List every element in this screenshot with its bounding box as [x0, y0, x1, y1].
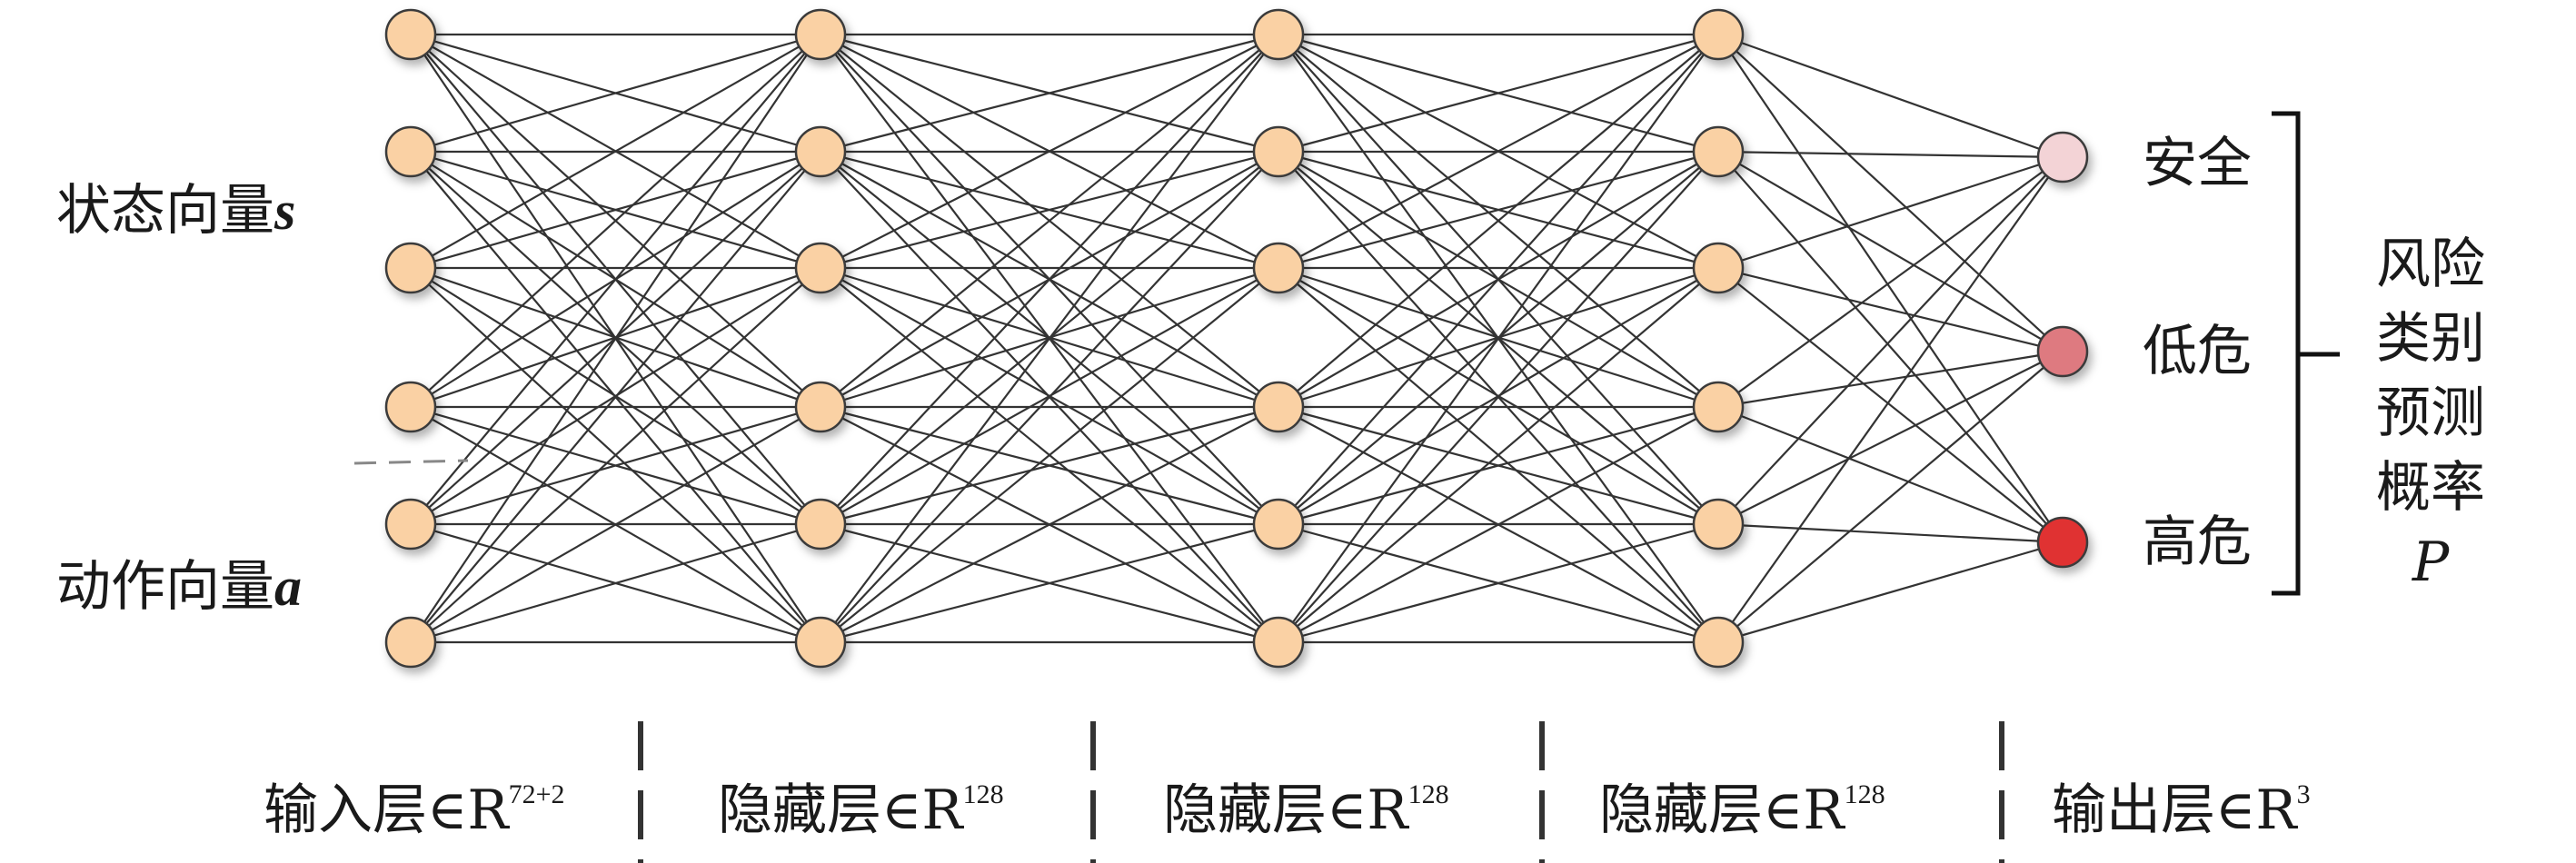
edge-l3-n2-to-n0 — [1717, 155, 2064, 270]
edge-l1-n5-to-n1 — [820, 151, 1279, 643]
state-vector-label: 状态向量s — [56, 179, 296, 243]
edge-l0-n5-to-n4 — [410, 522, 821, 644]
neuron-l0-n0 — [384, 8, 437, 61]
edge-l3-n3-to-n1 — [1717, 350, 2064, 409]
edge-l2-n4-to-n3 — [1278, 405, 1719, 526]
edge-l2-n1-to-n0 — [1278, 33, 1719, 154]
edge-l2-n5-to-n3 — [1278, 406, 1719, 643]
edge-l1-n4-to-n0 — [820, 34, 1279, 525]
neuron-l2-n2 — [1252, 242, 1305, 294]
edge-l3-n4-to-n1 — [1717, 351, 2064, 525]
edge-l3-n0-to-n2 — [1717, 34, 2064, 543]
neuron-l1-n1 — [794, 125, 847, 178]
edge-l3-n2-to-n2 — [1717, 267, 2064, 543]
output-label-high-risk: 高危 — [2143, 511, 2252, 574]
neuron-l1-n0 — [794, 8, 847, 61]
edge-l1-n2-to-n1 — [820, 150, 1279, 270]
neuron-l0-n4 — [384, 498, 437, 551]
neuron-l0-n5 — [384, 616, 437, 669]
neuron-l3-n0 — [1692, 8, 1745, 61]
risk-line-4: 概率P — [2376, 456, 2485, 594]
edge-l0-n5-to-n0 — [410, 34, 821, 643]
edge-l0-n2-to-n0 — [410, 34, 821, 269]
edge-l0-n5-to-n1 — [410, 151, 821, 643]
edge-l0-n2-to-n1 — [410, 150, 821, 270]
edge-l3-n2-to-n1 — [1717, 266, 2064, 353]
neuron-l0-n2 — [384, 242, 437, 294]
neuron-l3-n2 — [1692, 242, 1745, 294]
edge-l1-n5-to-n0 — [820, 34, 1279, 643]
neuron-l2-n4 — [1252, 498, 1305, 551]
edge-l1-n5-to-n2 — [820, 267, 1279, 643]
neuron-l1-n3 — [794, 381, 847, 433]
neuron-l0-n1 — [384, 125, 437, 178]
neuron-l3-n5 — [1692, 616, 1745, 669]
output-node-2 — [2036, 516, 2089, 569]
risk-line-3: 预测 — [2376, 382, 2485, 445]
risk-line-2: 类别 — [2376, 307, 2485, 371]
edge-l1-n1-to-n0 — [820, 33, 1279, 154]
output-node-0 — [2036, 131, 2089, 184]
edge-l1-n4-to-n3 — [820, 405, 1279, 526]
edge-l0-n5-to-n3 — [410, 406, 821, 643]
edge-l3-n0-to-n0 — [1717, 33, 2064, 159]
edge-l3-n4-to-n0 — [1717, 156, 2064, 525]
neuron-l1-n4 — [794, 498, 847, 551]
edge-l3-n3-to-n0 — [1717, 156, 2064, 408]
layer-label-hidden-1: 隐藏层∈R128 — [718, 779, 1004, 842]
input-separator-dashed — [353, 459, 469, 465]
action-vector-label: 动作向量a — [56, 555, 302, 619]
edge-l3-n5-to-n2 — [1717, 541, 2064, 644]
layer-label-output: 输出层∈R3 — [2052, 779, 2311, 842]
edge-l2-n2-to-n0 — [1278, 34, 1719, 269]
output-node-1 — [2036, 325, 2089, 378]
edge-l3-n5-to-n0 — [1717, 156, 2064, 643]
neuron-l1-n2 — [794, 242, 847, 294]
edge-l3-n3-to-n2 — [1717, 405, 2064, 544]
edge-l2-n2-to-n1 — [1278, 150, 1719, 270]
edge-l3-n1-to-n0 — [1717, 150, 2064, 159]
output-label-low-risk: 低危 — [2143, 320, 2252, 383]
edge-l1-n5-to-n3 — [820, 406, 1279, 643]
neuron-l3-n3 — [1692, 381, 1745, 433]
risk-line-1: 风险 — [2376, 233, 2485, 296]
edge-l2-n5-to-n2 — [1278, 267, 1719, 643]
edge-l2-n5-to-n1 — [1278, 151, 1719, 643]
output-bracket — [2272, 111, 2340, 596]
neuron-l2-n5 — [1252, 616, 1305, 669]
neuron-l2-n0 — [1252, 8, 1305, 61]
edge-l2-n3-to-n0 — [1278, 34, 1719, 408]
risk-probability-label: 风险 类别 预测 概率P — [2372, 227, 2490, 600]
neuron-l2-n3 — [1252, 381, 1305, 433]
layer-label-hidden-2: 隐藏层∈R128 — [1163, 779, 1449, 842]
edge-l3-n1-to-n1 — [1717, 151, 2064, 352]
edge-l0-n1-to-n0 — [410, 33, 821, 154]
edge-l1-n2-to-n0 — [820, 34, 1279, 269]
edge-l0-n3-to-n0 — [410, 34, 821, 408]
edge-l2-n5-to-n4 — [1278, 522, 1719, 644]
edge-l0-n4-to-n0 — [410, 34, 821, 525]
layer-label-hidden-3: 隐藏层∈R128 — [1599, 779, 1885, 842]
output-label-safe: 安全 — [2143, 132, 2252, 195]
edge-l1-n5-to-n4 — [820, 522, 1279, 644]
neuron-l1-n5 — [794, 616, 847, 669]
layer-label-input: 输入层∈R72+2 — [264, 779, 565, 842]
edge-l3-n1-to-n2 — [1717, 151, 2064, 543]
edge-l0-n4-to-n3 — [410, 405, 821, 526]
edge-l3-n0-to-n1 — [1717, 34, 2064, 352]
neuron-l2-n1 — [1252, 125, 1305, 178]
edge-l2-n5-to-n0 — [1278, 34, 1719, 643]
edge-l0-n5-to-n2 — [410, 267, 821, 643]
neuron-l0-n3 — [384, 381, 437, 433]
edge-l1-n3-to-n0 — [820, 34, 1279, 408]
edge-l2-n4-to-n0 — [1278, 34, 1719, 525]
neuron-l3-n1 — [1692, 125, 1745, 178]
edge-l3-n4-to-n2 — [1717, 522, 2064, 544]
neuron-l3-n4 — [1692, 498, 1745, 551]
edge-l3-n5-to-n1 — [1717, 351, 2064, 643]
